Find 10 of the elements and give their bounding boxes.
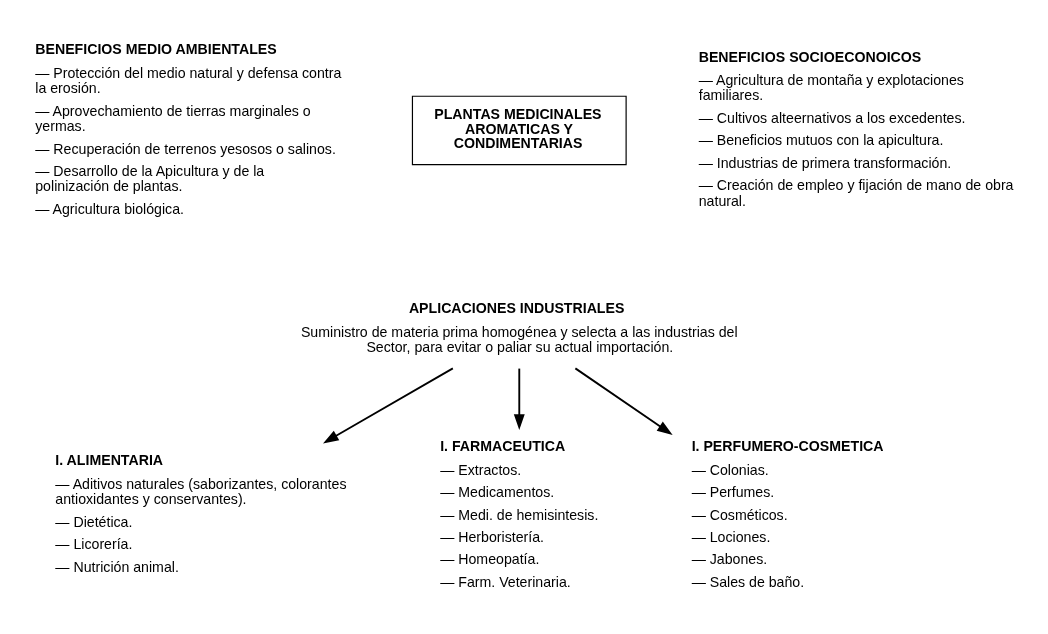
arrow — [323, 367, 454, 444]
arrow — [574, 367, 673, 435]
node-text: I. PERFUMERO-COSMETICA — Colonias. — Perfumes. — Cosméticos. — Lociones. — Jabones. — Sales de baño. — [691, 438, 884, 590]
node-text: BENEFICIOS MEDIO AMBIENTALES — Protección del medio natural y defensa contra la erosión. — Aprovechamiento de tierras marginales o yermas. — Recuperación de terrenos yesosos o salinos. — Desarrollo de la Apicultura y de la polinización de plantas. — Agricultura biológica. — [35, 41, 342, 217]
node-box: PLANTAS MEDICINALES AROMATICAS Y CONDIMENTARIAS — [411, 95, 627, 166]
node-text: I. FARMACEUTICA — Extractos. — Medicamentos. — Medi. de hemisintesis. — Herboristería. — Homeopatía. — Farm. Veterinaria. — [440, 438, 599, 590]
node-text: I. ALIMENTARIA — Aditivos naturales (saborizantes, colorantes antioxidantes y conservantes). — Dietética. — Licorería. — Nutrición animal. — [55, 452, 347, 575]
node-text: APLICACIONES INDUSTRIALES Suministro de materia prima homogénea y selecta a las industrias del Sector, para evitar o paliar su actual importación. — [300, 299, 738, 355]
arrow — [513, 367, 525, 430]
node-text: BENEFICIOS SOCIOECONOICOS — Agricultura de montaña y explotaciones familiares. — Cultivos alteernativos a los excedentes. — Beneficios mutuos con la apicultura. — Industrias de primera transformación. — Creación de empleo y fijación de mano de obra natural. — [698, 48, 1014, 209]
